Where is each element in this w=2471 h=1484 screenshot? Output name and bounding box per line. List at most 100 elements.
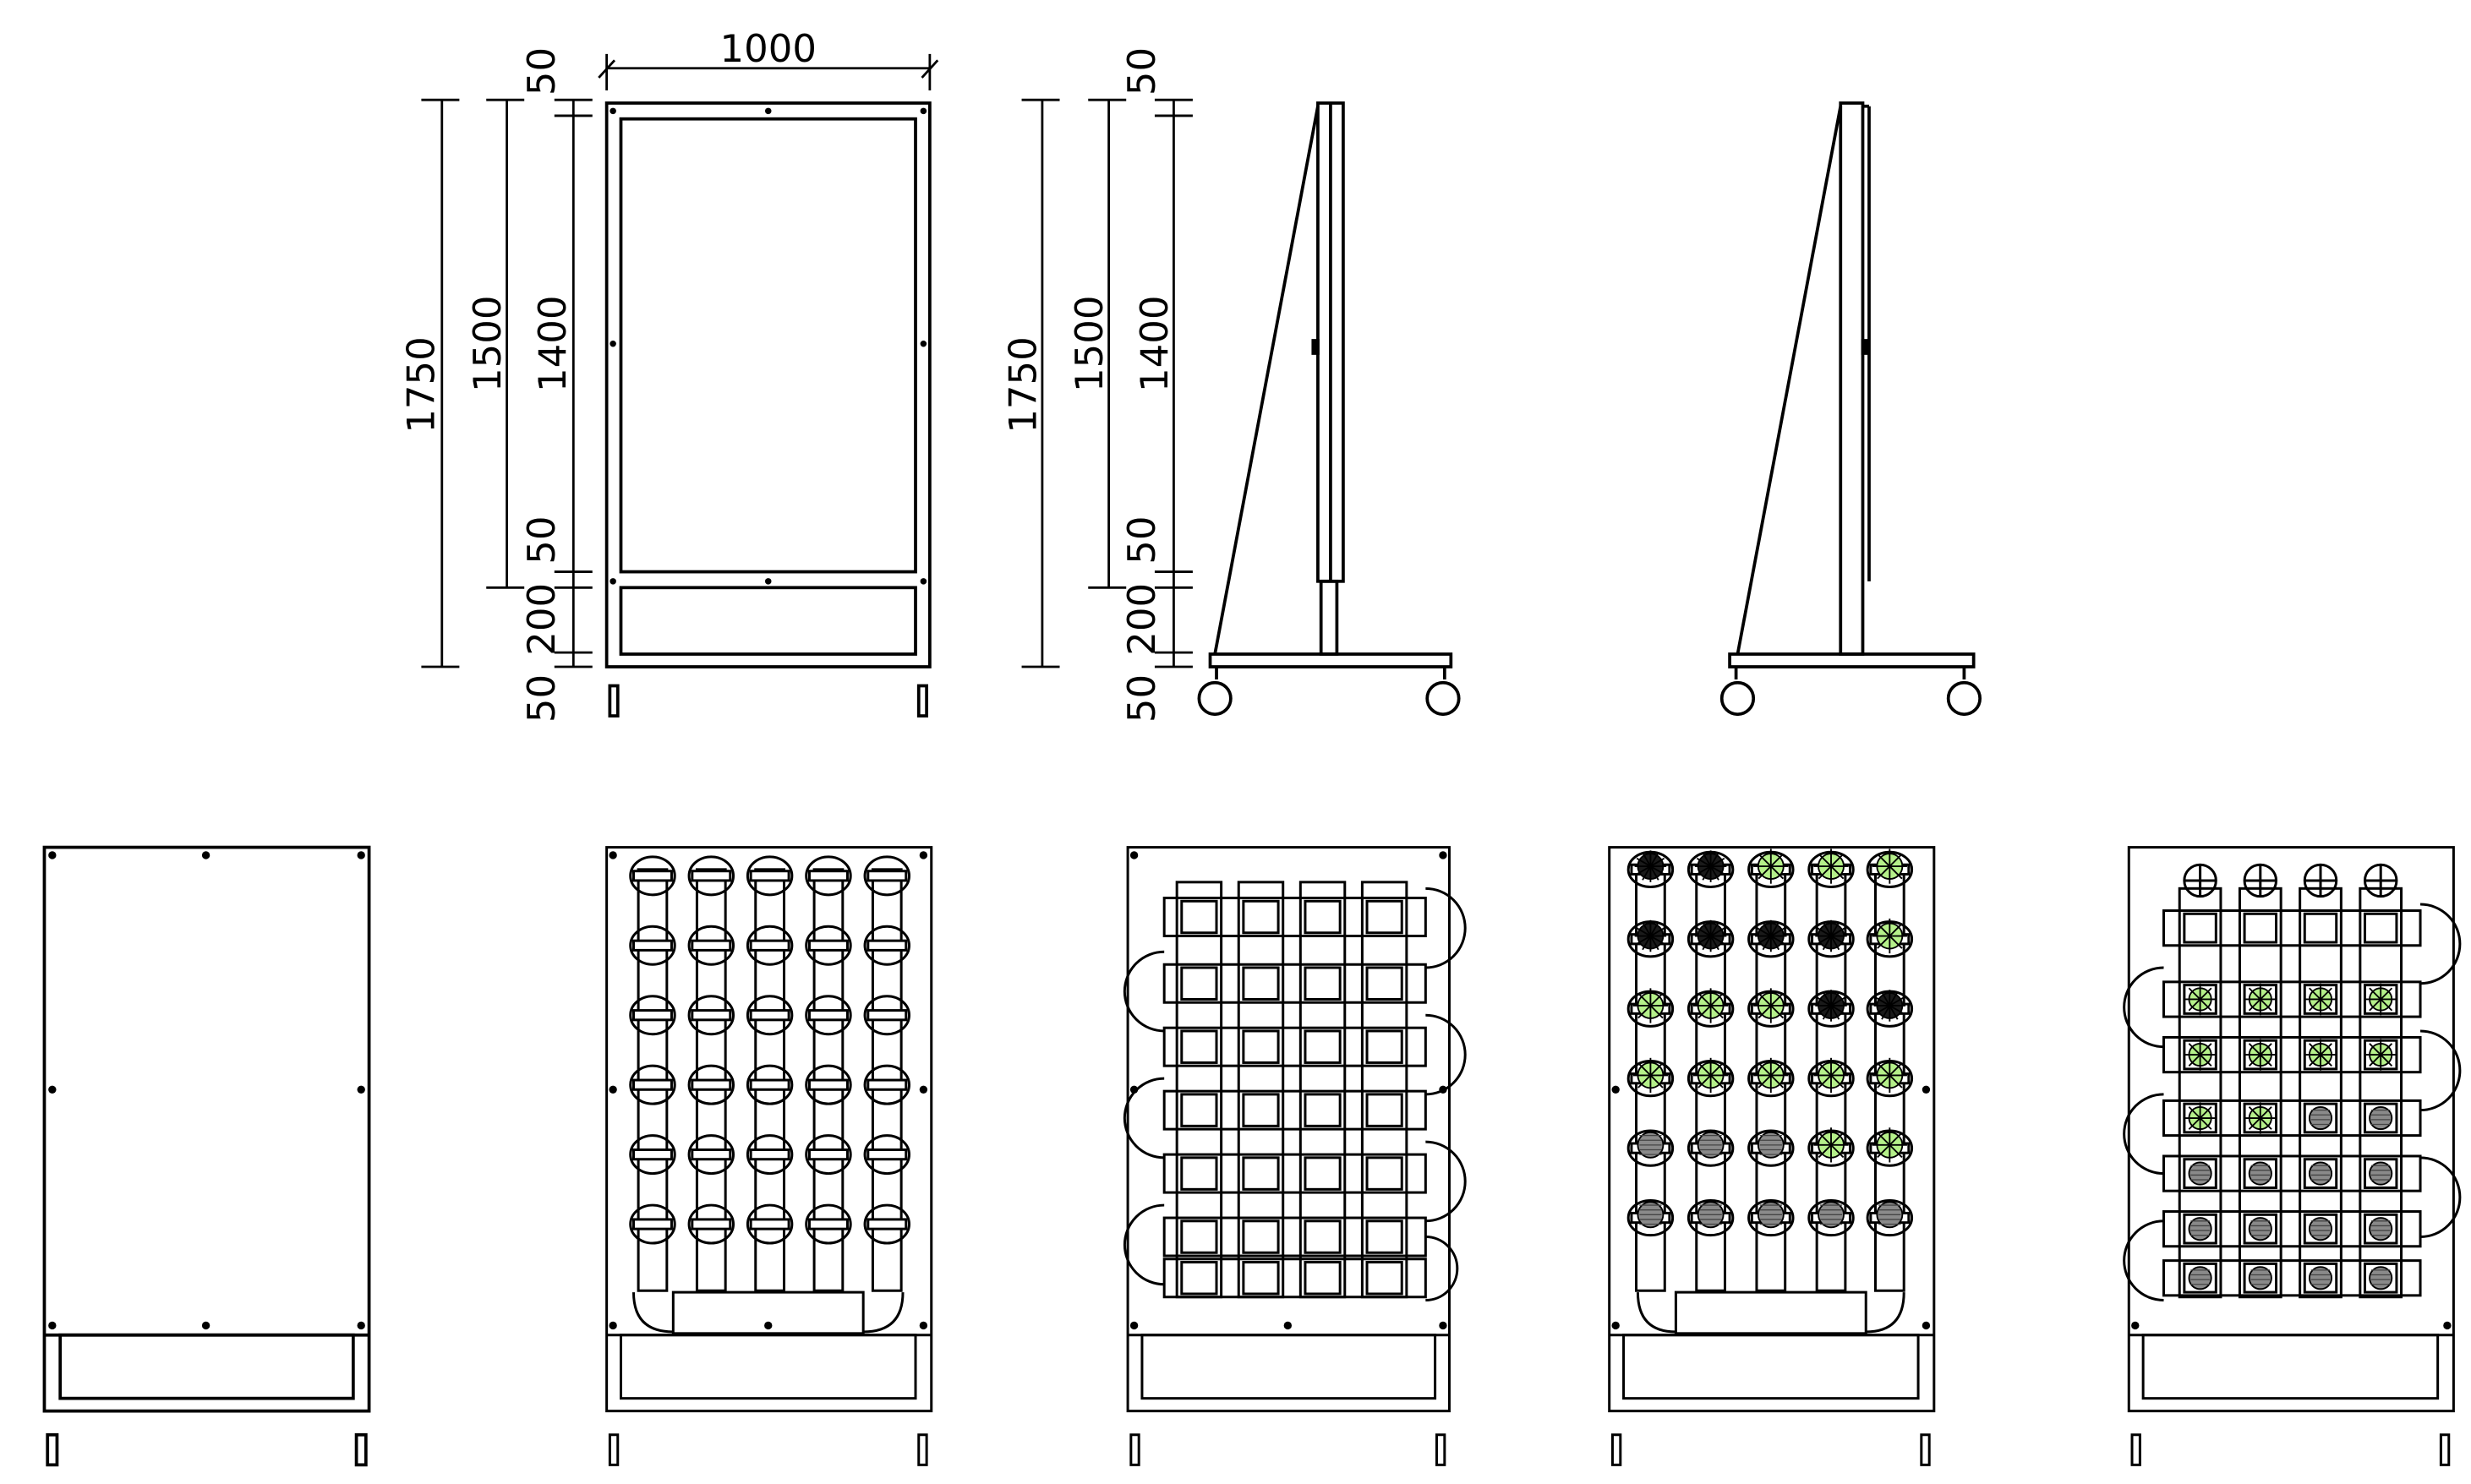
pot-cell (1242, 899, 1280, 935)
plant-icon (1872, 1057, 1907, 1094)
plant-icon (1697, 1201, 1725, 1229)
pot-outline (863, 855, 911, 897)
pot-cell (1304, 1156, 1342, 1191)
pot-outline (687, 855, 735, 897)
pot-rim (749, 939, 790, 952)
pot-rim (866, 870, 908, 882)
pot-rim (807, 939, 849, 952)
pot-cell (1365, 899, 1403, 935)
pot-row (1162, 963, 1427, 1004)
plant-icon (1637, 1201, 1665, 1229)
plant-icon (2364, 983, 2397, 1016)
pot-rim (866, 1078, 908, 1091)
pot-cell (1242, 1093, 1280, 1127)
plant-icon (1753, 848, 1789, 884)
pipe-curve (863, 1292, 905, 1334)
plant-icon (1873, 990, 1906, 1022)
pot-cell (1304, 966, 1342, 1001)
plant-icon (2369, 1217, 2393, 1241)
pot-rim (691, 870, 732, 882)
front-view (598, 53, 939, 717)
pot-rim (749, 1218, 790, 1230)
pot-outline (746, 855, 794, 897)
pot-cell (2243, 1213, 2278, 1245)
plant-icon (2184, 983, 2217, 1016)
plant-icon (1757, 1131, 1785, 1159)
pot-outline (863, 1203, 911, 1245)
pot-outline (1747, 1129, 1795, 1167)
pipe-loop (1425, 887, 1467, 969)
pipe-loop (2420, 1029, 2462, 1112)
pot-outline (1866, 1198, 1914, 1237)
plant-icon (2308, 1161, 2333, 1186)
plant-icon (1813, 1057, 1849, 1094)
pot-outline (1807, 1198, 1855, 1237)
label-top-margin: 50 (519, 47, 564, 95)
pot-outline (1687, 1129, 1735, 1167)
pot-rim (866, 939, 908, 952)
pot-rim (866, 1218, 908, 1230)
plant-icon (1694, 850, 1727, 882)
plant-icon (2188, 1266, 2212, 1290)
pot-row (1162, 1153, 1427, 1194)
pot-rim (631, 1218, 673, 1230)
pot-cell (1365, 1156, 1403, 1191)
pipe-curve (1636, 1292, 1676, 1334)
front-view-dimension-labels: 1000 1750 1500 1400 50 50 200 50 (398, 26, 817, 723)
plant-icon (2304, 983, 2337, 1016)
pot-cell (1180, 966, 1218, 1001)
pot-rim (749, 1148, 790, 1161)
pot-cell (1365, 1219, 1403, 1254)
pot-column (1237, 881, 1285, 1299)
pot-outline (687, 1134, 735, 1176)
plant-icon (2364, 1039, 2397, 1071)
pot-row (2162, 1259, 2422, 1297)
plant-icon (1694, 919, 1727, 952)
pot-rim (691, 1009, 732, 1022)
pot-rim (807, 1009, 849, 1022)
pot-outline (629, 1064, 676, 1105)
pot-cell (1304, 1029, 1342, 1064)
pipe-loop (1123, 950, 1165, 1033)
plant-icon (1632, 1057, 1669, 1094)
pot-outline (805, 995, 852, 1036)
pot-cell (1304, 1093, 1342, 1127)
plant-icon (1815, 919, 1847, 952)
side-label-top-margin: 50 (1119, 47, 1164, 95)
plant-icon (2369, 1266, 2393, 1290)
plant-icon (2248, 1161, 2272, 1186)
pot-outline (687, 1203, 735, 1245)
pot-cell (2303, 1213, 2338, 1245)
pot-rim (807, 870, 849, 882)
plant-icon (2248, 1266, 2272, 1290)
pot-rim (807, 1078, 849, 1091)
plant-icon (1872, 1127, 1907, 1163)
plant-icon (1872, 918, 1907, 954)
plant-icon (2248, 1217, 2272, 1241)
pipe-loop (2420, 1156, 2462, 1239)
pipe-loop (2420, 903, 2462, 985)
pot-row (1162, 1089, 1427, 1131)
pot-outline (863, 1134, 911, 1176)
pipe-loop (1425, 1013, 1467, 1096)
pot-cell (1304, 1261, 1342, 1296)
plant-icon (1872, 848, 1907, 884)
pot-cell (1180, 899, 1218, 935)
pipe-curve (631, 1292, 674, 1334)
pot-rim (807, 1148, 849, 1161)
pot-outline (863, 925, 911, 966)
plant-icon (1753, 988, 1789, 1023)
side-label-total-height: 1750 (1000, 336, 1045, 433)
pot-row (1162, 1216, 1427, 1258)
pot-cell (1365, 966, 1403, 1001)
pipe-curve (1866, 1292, 1905, 1334)
pot-outline (629, 1134, 676, 1176)
pot-outline (746, 1203, 794, 1245)
plant-icon (2244, 983, 2277, 1016)
pot-row (1162, 1258, 1427, 1299)
pot-cell (1242, 1261, 1280, 1296)
pot-rim (807, 1218, 849, 1230)
pot-cell (1180, 1156, 1218, 1191)
board-pots-columns (605, 846, 933, 1466)
